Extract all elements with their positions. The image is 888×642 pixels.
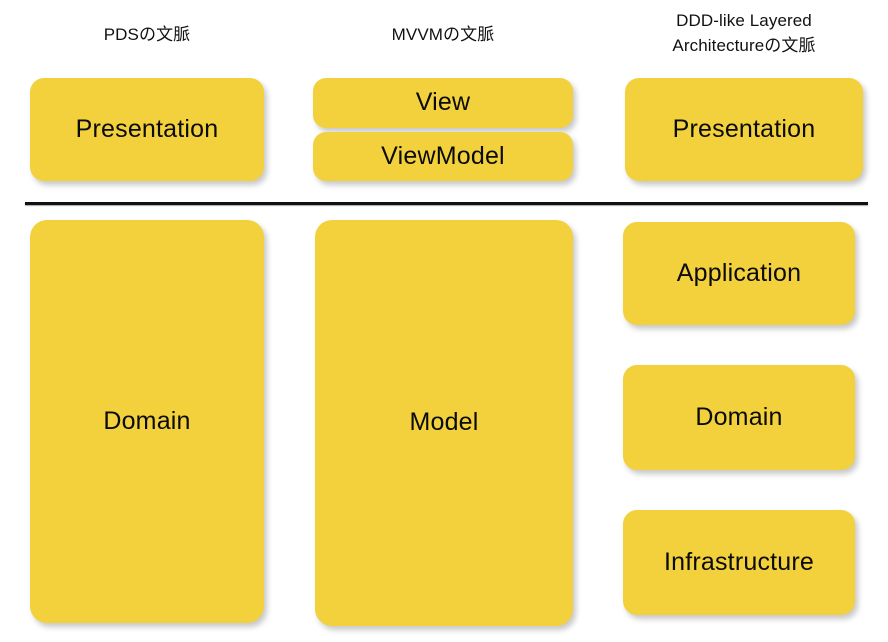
box-label: Model	[409, 408, 479, 437]
box-label: Application	[676, 258, 802, 287]
box-ddd-infrastructure[interactable]: Infrastructure	[623, 510, 855, 615]
box-ddd-domain[interactable]: Domain	[623, 365, 855, 470]
box-label: Domain	[695, 402, 783, 431]
box-label: Infrastructure	[663, 547, 815, 576]
box-mvvm-model[interactable]: Model	[315, 220, 573, 626]
box-label: View	[415, 88, 471, 117]
box-label: Presentation	[672, 114, 816, 143]
column-header-ddd: DDD-like Layered Architectureの文脈	[672, 11, 816, 55]
column-header-mvvm: MVVMの文脈	[391, 25, 495, 44]
box-label: ViewModel	[381, 141, 505, 170]
box-ddd-application[interactable]: Application	[623, 222, 855, 325]
box-mvvm-view[interactable]: View	[313, 78, 573, 128]
box-label: Domain	[103, 406, 191, 435]
box-pds-presentation[interactable]: Presentation	[30, 78, 264, 181]
presentation-domain-divider-line	[25, 202, 868, 205]
box-mvvm-viewmodel[interactable]: ViewModel	[313, 132, 573, 181]
box-pds-domain[interactable]: Domain	[30, 220, 264, 623]
box-ddd-presentation[interactable]: Presentation	[625, 78, 863, 181]
box-label: Presentation	[75, 114, 219, 143]
column-header-pds: PDSの文脈	[103, 25, 191, 44]
